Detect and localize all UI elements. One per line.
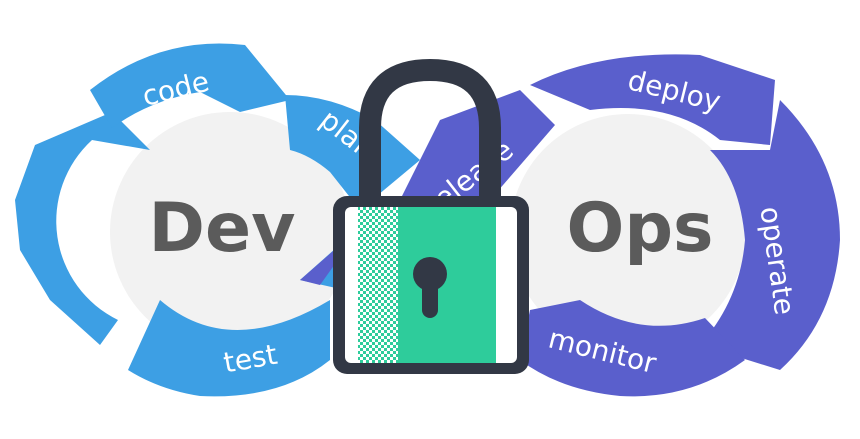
ops-title: Ops xyxy=(567,189,714,268)
ops-center xyxy=(510,114,746,350)
dev-loop xyxy=(15,43,420,397)
ops-segment-release xyxy=(400,90,555,230)
ops-segment-monitor xyxy=(520,300,745,397)
dev-segment-test xyxy=(128,300,330,397)
padlock-icon xyxy=(333,59,529,374)
dev-segment-code xyxy=(90,43,290,129)
padlock-checker-strip xyxy=(358,207,398,363)
ops-loop xyxy=(300,54,840,397)
padlock-green-panel xyxy=(398,207,496,363)
padlock-shackle xyxy=(359,59,501,205)
ops-segment-deploy xyxy=(530,54,775,145)
dev-segment-build xyxy=(15,112,150,345)
dev-segment-plan xyxy=(285,95,420,210)
dev-center xyxy=(110,112,350,352)
ops-segment-operate xyxy=(700,100,840,370)
dev-title: Dev xyxy=(149,189,296,268)
keyhole-icon xyxy=(413,257,447,318)
